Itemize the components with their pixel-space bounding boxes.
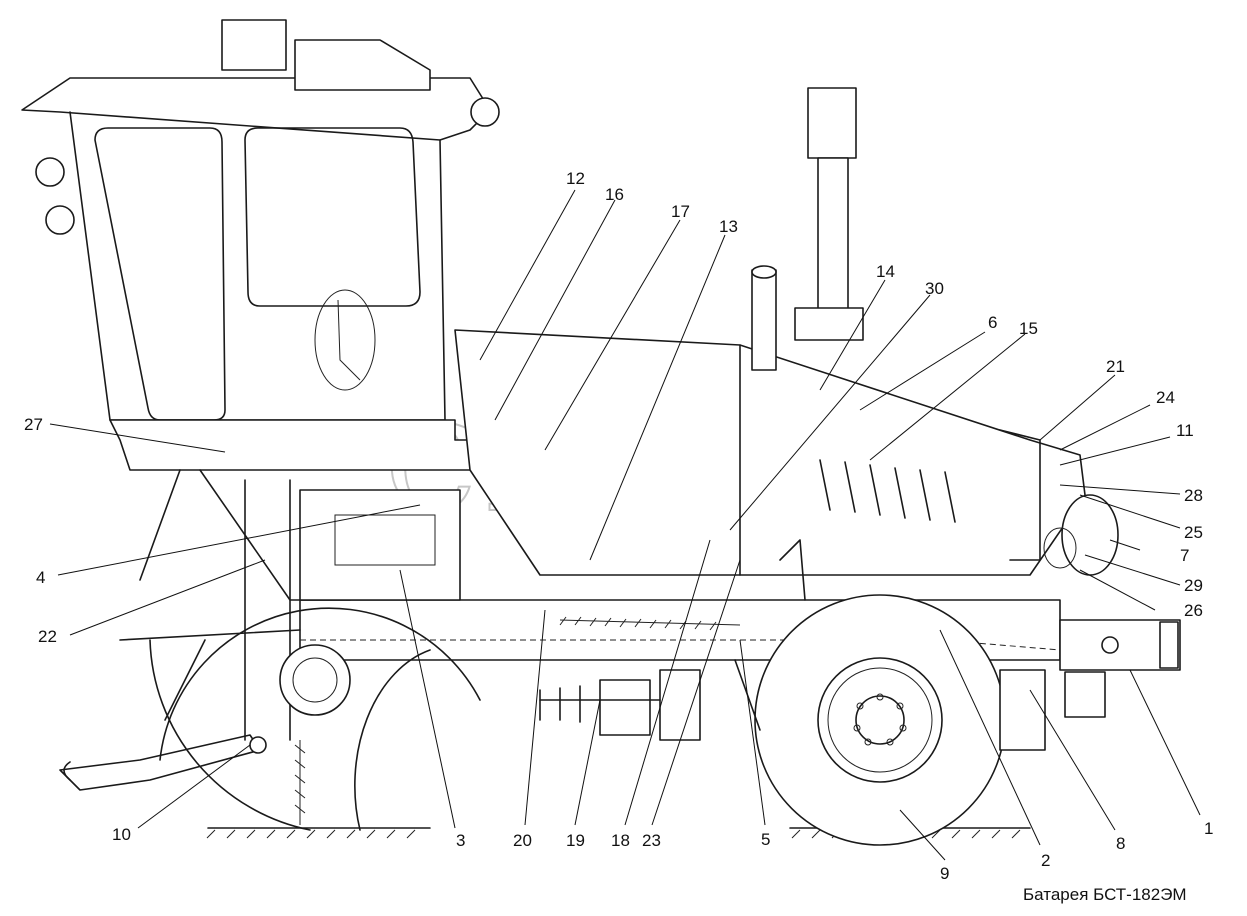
exhaust-intake [751,87,864,371]
battery-boxes [299,489,701,741]
callout-12: 12 [566,169,585,188]
callout-4: 4 [36,568,45,587]
callout-15: 15 [1019,319,1038,338]
callout-26: 26 [1184,601,1203,620]
diagram-caption: Батарея БСТ-182ЭМ [1023,885,1187,904]
callout-1: 1 [1204,819,1213,838]
front-bumper [999,619,1181,751]
callout-14: 14 [876,262,895,281]
callout-2: 2 [1041,851,1050,870]
cab [21,19,500,421]
callout-8: 8 [1116,834,1125,853]
callout-13: 13 [719,217,738,236]
callout-5: 5 [761,830,770,849]
callout-24: 24 [1156,388,1175,407]
callout-22: 22 [38,627,57,646]
front-wheel [754,594,1006,846]
hood [454,329,1119,576]
leader-lines [49,189,1201,861]
callout-7: 7 [1180,546,1189,565]
callout-18: 18 [611,831,630,850]
callout-6: 6 [988,313,997,332]
callout-17: 17 [671,202,690,221]
callout-20: 20 [513,831,532,850]
callout-labels: 1 2 3 4 5 6 7 8 9 10 11 12 13 14 15 16 1… [24,169,1213,883]
callout-30: 30 [925,279,944,298]
rear-wheel [149,607,481,831]
driveline [539,539,806,731]
callout-16: 16 [605,185,624,204]
callout-9: 9 [940,864,949,883]
callout-23: 23 [642,831,661,850]
callout-21: 21 [1106,357,1125,376]
callout-29: 29 [1184,576,1203,595]
callout-28: 28 [1184,486,1203,505]
callout-10: 10 [112,825,131,844]
callout-25: 25 [1184,523,1203,542]
callout-11: 11 [1176,421,1194,440]
callout-19: 19 [566,831,585,850]
callout-27: 27 [24,415,43,434]
callout-3: 3 [456,831,465,850]
hitch [59,629,306,825]
